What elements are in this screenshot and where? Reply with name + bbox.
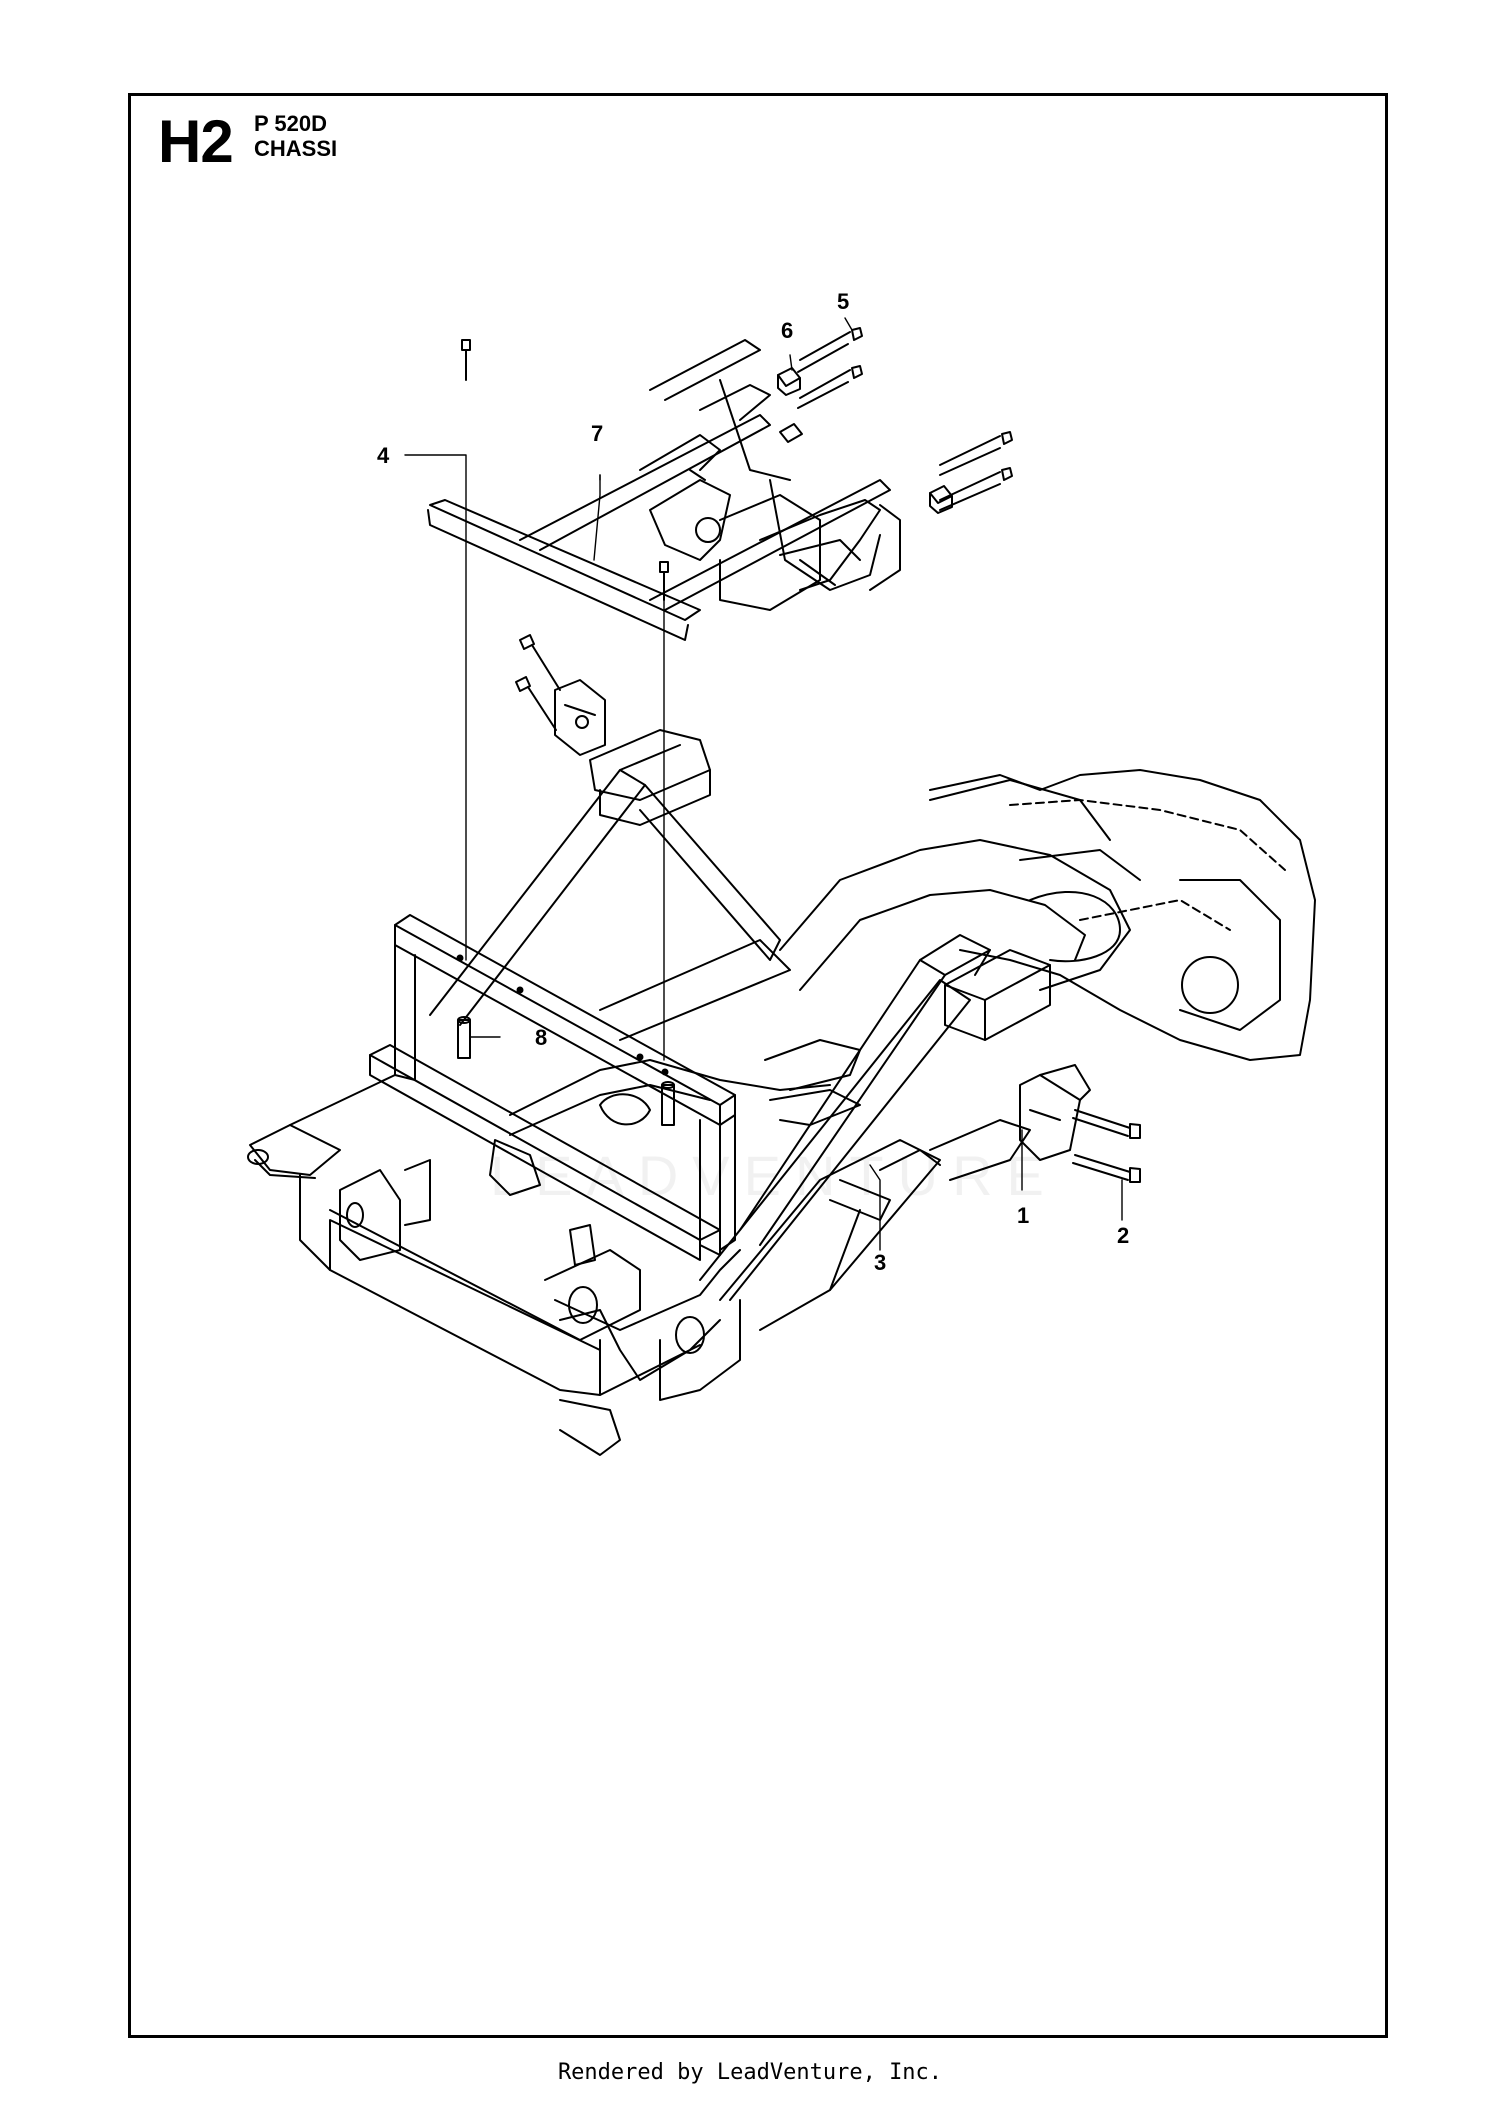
callout-7: 7: [591, 421, 603, 446]
callout-2: 2: [1117, 1223, 1129, 1248]
front-frame: [247, 769, 791, 1456]
section-code: H2: [158, 108, 234, 175]
leader-lines: [404, 317, 1123, 1251]
callout-1: 1: [1017, 1203, 1029, 1228]
center-pivot-axle: [489, 1039, 861, 1266]
callout-5: 5: [837, 289, 849, 314]
footer-credit: Rendered by LeadVenture, Inc.: [557, 2060, 943, 2085]
upper-frame-part-7: [427, 339, 901, 641]
chassis-side-rails: [779, 779, 1131, 991]
callout-8: 8: [535, 1025, 547, 1050]
fastener-bolts: [457, 327, 1141, 1183]
diagram-frame: [128, 93, 1388, 2038]
seat-mount-bracket: [554, 679, 711, 826]
callout-4: 4: [377, 443, 390, 468]
callout-3: 3: [874, 1250, 886, 1275]
watermark-text: LEADVENTURE: [490, 1144, 1058, 1207]
callout-6: 6: [781, 318, 793, 343]
model-name: P 520D: [254, 111, 327, 136]
rear-engine-frame: [929, 769, 1316, 1061]
right-side-rail-part-3: [699, 934, 1091, 1331]
diagram-title: CHASSI: [254, 136, 338, 161]
